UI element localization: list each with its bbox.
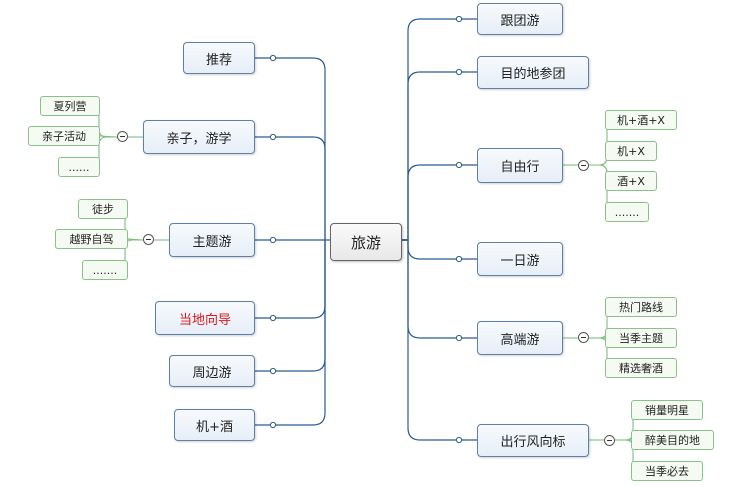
collapse-toggle-theme[interactable]	[143, 234, 154, 245]
topic-luxury-tour[interactable]: 高端游	[477, 321, 563, 355]
branch-joint	[455, 436, 463, 444]
topic-label: 主题游	[192, 234, 232, 250]
topic-recommend[interactable]: 推荐	[183, 42, 255, 74]
topic-label: 目的地参团	[500, 67, 566, 82]
topic-local-guide[interactable]: 当地向导	[155, 301, 255, 335]
branch-joint	[455, 161, 463, 169]
topic-group-tour[interactable]: 跟团游	[477, 3, 563, 35]
subtopic-top-destinations[interactable]: 醉美目的地	[631, 430, 714, 450]
topic-label: 机+酒	[196, 419, 233, 435]
subtopic-label: 机+X	[617, 145, 645, 158]
subtopic-label: .......	[614, 205, 640, 219]
branch-line	[402, 239, 477, 260]
branch-joint	[455, 15, 463, 23]
topic-independent-travel[interactable]: 自由行	[477, 148, 563, 183]
branch-line	[255, 57, 326, 240]
topic-destination-group[interactable]: 目的地参团	[477, 56, 589, 89]
topic-travel-trends[interactable]: 出行风向标	[477, 424, 589, 457]
branch-joint	[269, 314, 277, 322]
branch-line	[402, 239, 477, 339]
subtopic-label: 徒步	[92, 203, 114, 216]
subtopic-hotel-x[interactable]: 酒+X	[605, 171, 657, 191]
subtopic-label: 亲子活动	[42, 130, 86, 143]
subtopic-label: 精选奢酒	[619, 362, 663, 375]
branch-line	[255, 136, 326, 240]
subtopic-label: 机+酒+X	[617, 114, 665, 127]
topic-theme-tour[interactable]: 主题游	[169, 223, 255, 257]
topic-label: 一日游	[500, 253, 540, 269]
subtopic-selected-hotels[interactable]: 精选奢酒	[605, 358, 677, 378]
subtopic-hot-routes[interactable]: 热门路线	[605, 297, 677, 317]
subtopic-label: 当季主题	[619, 332, 663, 345]
subtopic-label: 醉美目的地	[645, 434, 700, 447]
topic-label: 当地向导	[178, 312, 231, 328]
branch-line	[255, 240, 326, 426]
branch-line	[255, 240, 326, 372]
topic-label: 跟团游	[500, 13, 540, 29]
branch-joint	[455, 255, 463, 263]
subtopic-flight-x[interactable]: 机+X	[605, 141, 657, 161]
branch-joint	[269, 54, 277, 62]
collapse-toggle-independent[interactable]	[578, 160, 589, 171]
branch-line	[402, 71, 477, 241]
topic-label: 亲子，游学	[166, 131, 232, 147]
branch-line	[402, 18, 477, 241]
subtopic-more[interactable]: .......	[82, 260, 128, 280]
subtopic-label: 热门路线	[619, 301, 663, 314]
subtopic-more[interactable]: ......	[58, 157, 100, 177]
subtopic-seasonal-theme[interactable]: 当季主题	[605, 328, 677, 348]
subtopic-label: 销量明星	[645, 404, 689, 417]
collapse-toggle-trends[interactable]	[604, 435, 615, 446]
subtopic-summer-camp[interactable]: 夏列营	[40, 96, 100, 116]
branch-joint	[269, 367, 277, 375]
topic-label: 推荐	[205, 52, 232, 68]
branch-joint	[269, 236, 277, 244]
subtopic-seasonal-must-go[interactable]: 当季必去	[631, 461, 703, 481]
subtopic-family-activity[interactable]: 亲子活动	[28, 126, 100, 146]
topic-label: 高端游	[500, 332, 540, 348]
subtopic-flight-hotel-x[interactable]: 机+酒+X	[605, 110, 677, 130]
subtopic-hiking[interactable]: 徒步	[78, 199, 128, 219]
collapse-toggle-family[interactable]	[117, 131, 128, 142]
topic-label: 出行风向标	[500, 435, 566, 450]
subtopic-label: 酒+X	[617, 175, 645, 188]
root-topic[interactable]: 旅游	[330, 223, 402, 261]
branch-line	[402, 164, 477, 241]
subtopic-offroad-drive[interactable]: 越野自驾	[55, 229, 128, 249]
subtopic-label: 越野自驾	[69, 233, 114, 246]
topic-day-trip[interactable]: 一日游	[477, 242, 563, 276]
branch-joint	[269, 421, 277, 429]
branch-joint	[455, 68, 463, 76]
branch-line	[402, 239, 477, 441]
topic-label: 自由行	[500, 160, 540, 175]
subtopic-label: .......	[92, 263, 118, 277]
topic-family-study[interactable]: 亲子，游学	[143, 120, 255, 154]
subtopic-label: ......	[68, 160, 90, 174]
subtopic-best-sellers[interactable]: 销量明星	[631, 400, 703, 420]
branch-line	[255, 240, 326, 319]
subtopic-label: 当季必去	[645, 465, 689, 478]
root-topic-label: 旅游	[350, 233, 381, 252]
topic-flight-hotel[interactable]: 机+酒	[174, 409, 255, 441]
topic-label: 周边游	[192, 365, 232, 381]
collapse-toggle-luxury[interactable]	[578, 332, 589, 343]
branch-joint	[269, 133, 277, 141]
subtopic-label: 夏列营	[53, 100, 87, 113]
subtopic-more[interactable]: .......	[605, 202, 649, 222]
branch-joint	[455, 334, 463, 342]
topic-nearby-tour[interactable]: 周边游	[169, 355, 255, 387]
